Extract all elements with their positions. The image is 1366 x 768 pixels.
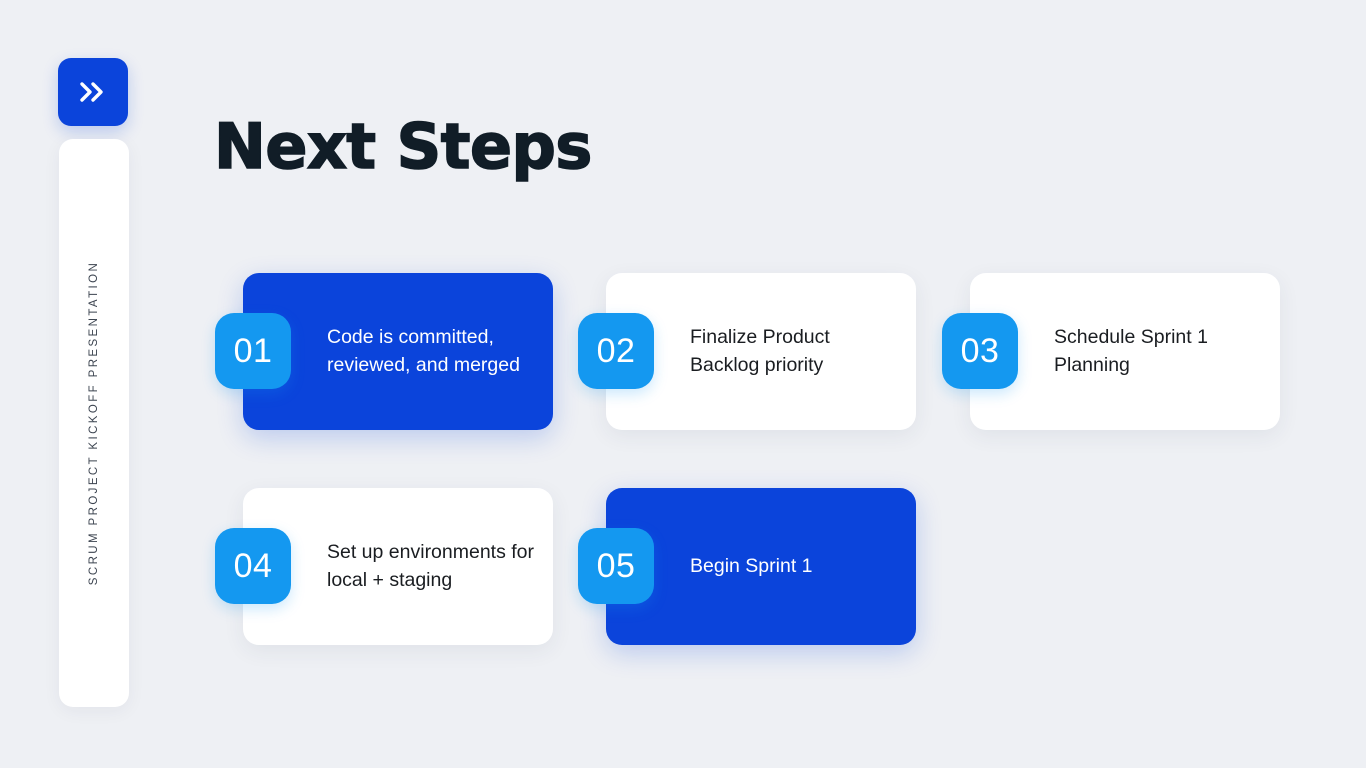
step-text: Finalize Product Backlog priority (690, 325, 830, 376)
step-card-04[interactable]: 04 Set up environments for local + stagi… (215, 488, 553, 645)
step-card-02[interactable]: 02 Finalize Product Backlog priority (578, 273, 916, 430)
side-caption-panel: SCRUM PROJECT KICKOFF PRESENTATION (59, 139, 129, 707)
step-card-05[interactable]: 05 Begin Sprint 1 (578, 488, 916, 645)
step-number-badge: 01 (215, 313, 291, 389)
step-text: Schedule Sprint 1 Planning (1054, 325, 1208, 376)
logo-button[interactable] (58, 58, 128, 126)
step-card-01[interactable]: 01 Code is committed, reviewed, and merg… (215, 273, 553, 430)
step-text: Code is committed, reviewed, and merged (327, 325, 520, 376)
step-number-badge: 02 (578, 313, 654, 389)
step-text: Begin Sprint 1 (690, 554, 813, 577)
left-rail: SCRUM PROJECT KICKOFF PRESENTATION (58, 58, 130, 708)
side-caption-text: SCRUM PROJECT KICKOFF PRESENTATION (88, 260, 100, 586)
page-title: Next Steps (213, 110, 593, 183)
step-number-badge: 04 (215, 528, 291, 604)
step-number-badge: 03 (942, 313, 1018, 389)
double-chevron-right-icon (76, 79, 110, 105)
step-card-03[interactable]: 03 Schedule Sprint 1 Planning (942, 273, 1280, 430)
step-text: Set up environments for local + staging (327, 540, 535, 591)
step-number-badge: 05 (578, 528, 654, 604)
